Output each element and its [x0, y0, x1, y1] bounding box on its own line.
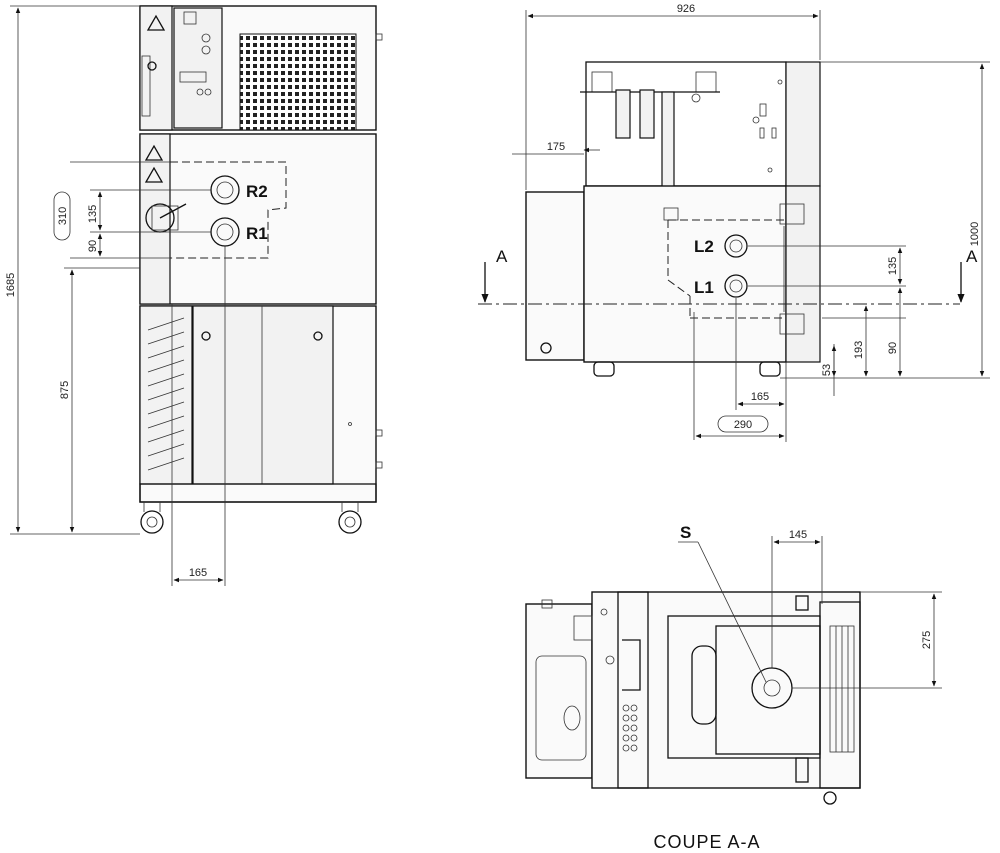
- port-label-r1: R1: [246, 224, 268, 243]
- vent-slots: [147, 317, 185, 471]
- dim-front-height-875: 875: [59, 381, 71, 399]
- front-view: R2 R1 1685 875: [5, 5, 383, 586]
- dim-section-275: 275: [921, 631, 933, 649]
- port-label-l1: L1: [694, 278, 714, 297]
- dim-front-165: 165: [189, 567, 207, 579]
- dim-front-310: 310: [57, 207, 69, 225]
- dim-side-height-1000: 1000: [969, 222, 981, 246]
- dim-side-135: 135: [887, 257, 899, 275]
- dim-side-193: 193: [853, 341, 865, 359]
- dim-front-height-1685: 1685: [5, 273, 17, 297]
- connector-dots: [622, 704, 638, 752]
- dim-front-90: 90: [87, 240, 99, 252]
- side-view: L2 L1 A A 926 1000 175 135 90 193: [478, 3, 990, 442]
- dim-side-175: 175: [547, 141, 565, 153]
- section-view: S 145 275 COUPE A-A: [525, 523, 942, 852]
- port-label-l2: L2: [694, 237, 714, 256]
- section-caption: COUPE A-A: [653, 832, 760, 852]
- section-label-s: S: [680, 523, 691, 542]
- dim-side-width-926: 926: [677, 3, 695, 15]
- dim-side-90: 90: [887, 342, 899, 354]
- dim-section-145: 145: [789, 529, 807, 541]
- section-marker-left: A: [496, 247, 508, 266]
- dim-side-53: 53: [821, 364, 833, 376]
- port-label-r2: R2: [246, 182, 268, 201]
- dim-front-135: 135: [87, 205, 99, 223]
- dim-side-290: 290: [734, 419, 752, 431]
- section-marker-right: A: [966, 247, 978, 266]
- dim-side-165: 165: [751, 391, 769, 403]
